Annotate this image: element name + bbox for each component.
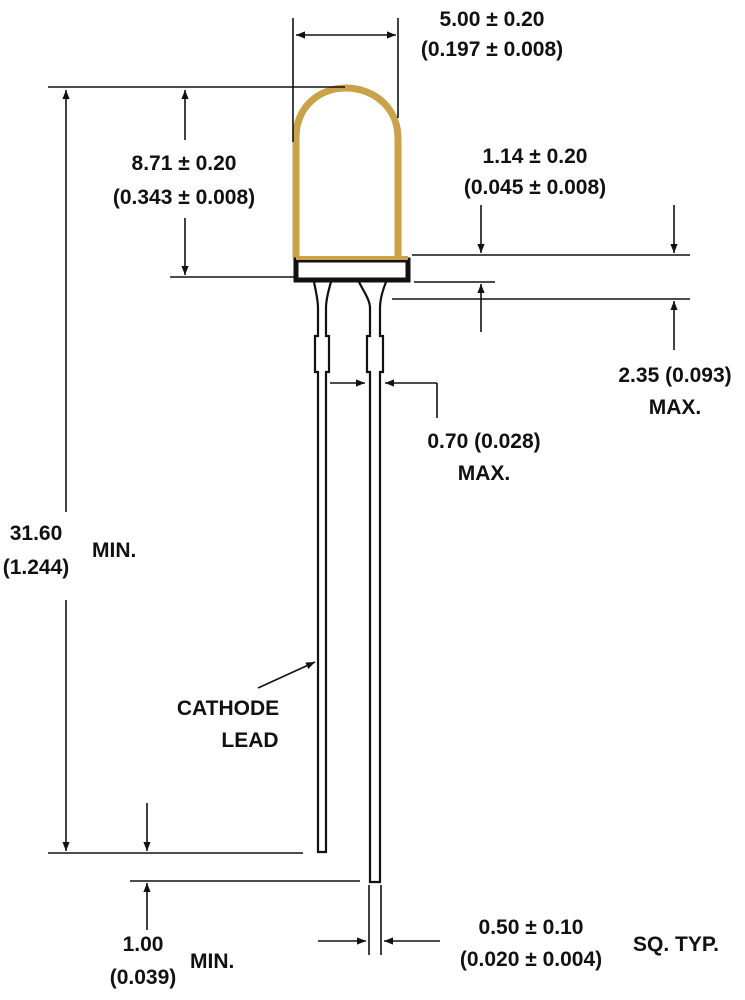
body-width-inch: (0.197 ± 0.008) — [421, 38, 563, 61]
lead-offset-metric: 1.00 — [123, 933, 164, 956]
lead-width-metric: 0.70 (0.028) — [427, 430, 540, 453]
lead-width-dimension — [330, 379, 438, 418]
flange-height-dimension — [412, 205, 690, 332]
body-width-metric: 5.00 ± 0.20 — [440, 8, 545, 31]
flange-height-inch: (0.045 ± 0.008) — [464, 176, 606, 199]
cathode-lead — [312, 281, 333, 854]
standoff-dimension — [392, 205, 690, 350]
lead-square-metric: 0.50 ± 0.10 — [479, 916, 584, 939]
anode-lead — [358, 281, 388, 884]
lead-square-inch: (0.020 ± 0.004) — [460, 948, 602, 971]
body-height-dimension — [48, 86, 345, 278]
lead-length-inch: (1.244) — [3, 556, 70, 579]
led-dome-outline — [292, 84, 402, 258]
lead-square-note: SQ. TYP. — [633, 933, 719, 956]
cathode-leader — [257, 661, 316, 689]
cathode-label-line1: CATHODE — [177, 697, 279, 720]
led-flange — [293, 257, 411, 283]
flange-height-metric: 1.14 ± 0.20 — [483, 145, 588, 168]
lead-square-dimension — [318, 885, 440, 955]
lead-offset-dimension — [130, 803, 360, 930]
body-height-inch: (0.343 ± 0.008) — [113, 186, 255, 209]
lead-length-dimension — [48, 90, 303, 854]
standoff-metric: 2.35 (0.093) — [618, 364, 731, 387]
lead-length-note: MIN. — [92, 539, 136, 562]
lead-width-note: MAX. — [458, 462, 511, 485]
cathode-label-line2: LEAD — [221, 729, 278, 752]
standoff-note: MAX. — [649, 396, 702, 419]
body-width-dimension — [292, 18, 399, 142]
body-height-metric: 8.71 ± 0.20 — [132, 152, 237, 175]
lead-offset-note: MIN. — [190, 950, 234, 973]
lead-length-metric: 31.60 — [10, 522, 63, 545]
lead-offset-inch: (0.039) — [110, 966, 177, 989]
